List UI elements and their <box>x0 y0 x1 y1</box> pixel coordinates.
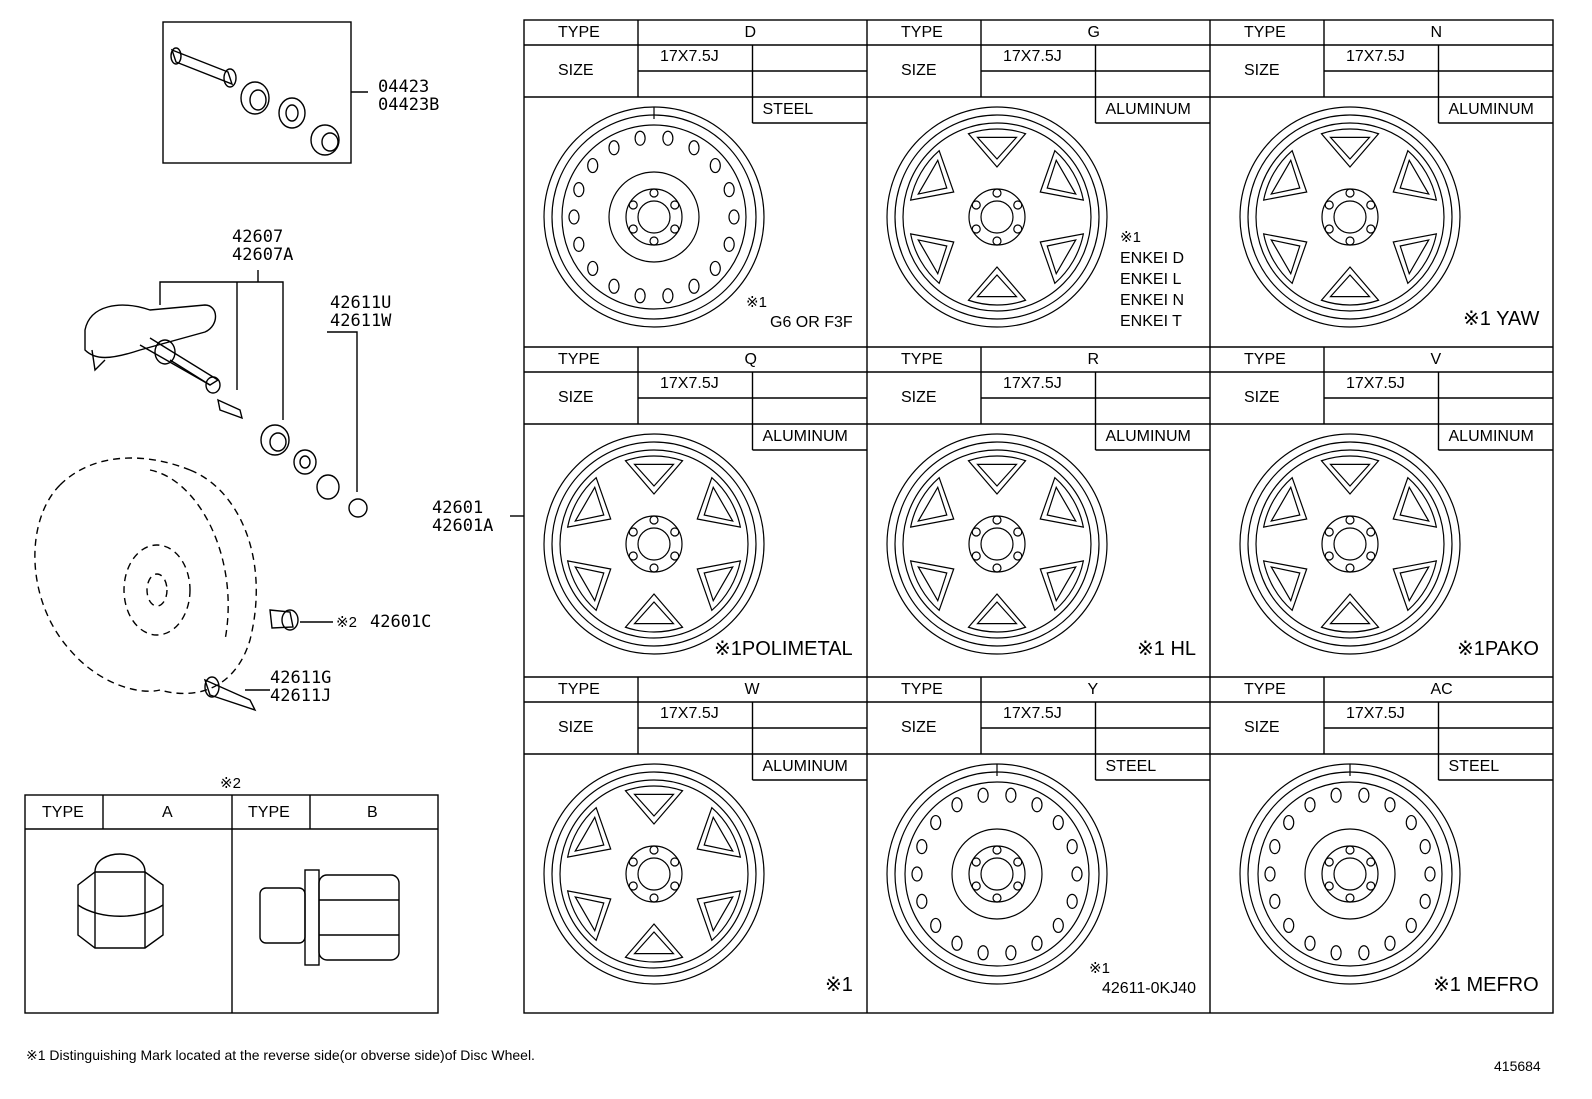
size-label-ac: SIZE <box>1244 719 1280 736</box>
part-number-42611u: 42611U <box>330 293 392 313</box>
wheel-type-y: Y <box>1087 681 1099 698</box>
wheel-size-g: 17X7.5J <box>1003 48 1062 65</box>
wheel-mark-g-0: ※1 <box>1120 229 1141 246</box>
nut-table-type-header-a: TYPE <box>42 804 84 821</box>
acorn-nut-drawing <box>77 853 164 949</box>
lug-nut-small <box>269 609 299 631</box>
wheel-drawing-r <box>886 433 1108 655</box>
valve-kit-parts <box>170 47 340 156</box>
part-number-42611j: 42611J <box>270 686 332 706</box>
wheel-size-ac: 17X7.5J <box>1346 705 1405 722</box>
wheel-mark-r: ※1 HL <box>1137 638 1197 660</box>
type-label-v: TYPE <box>1244 351 1286 368</box>
flat-nut-drawing <box>259 869 400 966</box>
wheel-drawing-ac <box>1239 763 1461 985</box>
wheel-size-y: 17X7.5J <box>1003 705 1062 722</box>
wheel-drawing-y <box>886 763 1108 985</box>
wheel-type-v: V <box>1430 351 1442 368</box>
wheel-type-ac: AC <box>1430 681 1453 698</box>
size-label-d: SIZE <box>558 62 594 79</box>
wheel-type-n: N <box>1430 24 1443 41</box>
nut-type-a: A <box>162 804 173 821</box>
part-number-42601: 42601 <box>432 498 484 518</box>
wheel-mark-g-1: ENKEI D <box>1120 250 1185 267</box>
type-label-g: TYPE <box>901 24 943 41</box>
wheel-mark-ac: ※1 MEFRO <box>1433 974 1539 996</box>
size-label-w: SIZE <box>558 719 594 736</box>
part-number-42607: 42607 <box>232 227 284 247</box>
part-number-42601a: 42601A <box>432 516 494 536</box>
type-label-q: TYPE <box>558 351 600 368</box>
nut-type-b: B <box>367 804 378 821</box>
wheel-type-g: G <box>1087 24 1100 41</box>
type-label-w: TYPE <box>558 681 600 698</box>
wheel-type-q: Q <box>744 351 757 368</box>
part-number-04423b: 04423B <box>378 95 440 115</box>
tire-outline <box>34 457 257 695</box>
wheel-mark-n: ※1 YAW <box>1463 308 1540 330</box>
tpms-sensor <box>84 304 368 518</box>
footnote: ※1 Distinguishing Mark located at the re… <box>26 1047 535 1063</box>
part-number-42611g: 42611G <box>270 668 332 688</box>
size-label-r: SIZE <box>901 389 937 406</box>
valve-stem <box>203 676 257 712</box>
type-label-d: TYPE <box>558 24 600 41</box>
wheel-mark-w: ※1 <box>825 974 853 996</box>
wheel-mark-q: ※1POLIMETAL <box>714 638 853 660</box>
wheel-size-w: 17X7.5J <box>660 705 719 722</box>
wheel-size-r: 17X7.5J <box>1003 375 1062 392</box>
wheel-type-d: D <box>744 24 757 41</box>
wheel-type-w: W <box>744 681 760 698</box>
size-label-g: SIZE <box>901 62 937 79</box>
wheel-drawing-n <box>1239 106 1461 328</box>
wheel-mark-g-4: ENKEI T <box>1120 313 1182 330</box>
size-label-y: SIZE <box>901 719 937 736</box>
part-number-42601c: 42601C <box>370 612 432 632</box>
size-label-q: SIZE <box>558 389 594 406</box>
part-number-42607a: 42607A <box>232 245 294 265</box>
wheel-drawing-w <box>543 763 765 985</box>
diagram-id: 415684 <box>1494 1058 1541 1074</box>
wheel-drawing-d <box>543 106 765 328</box>
wheel-size-v: 17X7.5J <box>1346 375 1405 392</box>
wheel-mark-g-3: ENKEI N <box>1120 292 1185 309</box>
wheel-material-r: ALUMINUM <box>1105 428 1191 445</box>
wheel-type-r: R <box>1087 351 1100 368</box>
wheel-material-d: STEEL <box>762 101 814 118</box>
wheel-drawing-g <box>886 106 1108 328</box>
wheel-mark-v: ※1PAKO <box>1457 638 1539 660</box>
nut-table-note: ※2 <box>220 775 241 792</box>
size-label-v: SIZE <box>1244 389 1280 406</box>
wheel-size-d: 17X7.5J <box>660 48 719 65</box>
type-label-r: TYPE <box>901 351 943 368</box>
wheel-mark-d-1: G6 OR F3F <box>770 314 853 331</box>
type-label-ac: TYPE <box>1244 681 1286 698</box>
wheel-size-n: 17X7.5J <box>1346 48 1405 65</box>
part-number-04423: 04423 <box>378 77 430 97</box>
wheel-mark-y-0: ※1 <box>1089 960 1110 977</box>
wheel-material-q: ALUMINUM <box>762 428 848 445</box>
nut-note-mark: ※2 <box>336 614 357 631</box>
wheel-drawing-v <box>1239 433 1461 655</box>
wheel-mark-y-1: 42611-0KJ40 <box>1102 980 1196 997</box>
size-label-n: SIZE <box>1244 62 1280 79</box>
wheel-mark-d-0: ※1 <box>746 294 767 311</box>
nut-table-type-header-b: TYPE <box>248 804 290 821</box>
type-label-y: TYPE <box>901 681 943 698</box>
wheel-material-y: STEEL <box>1105 758 1157 775</box>
wheel-material-w: ALUMINUM <box>762 758 848 775</box>
wheel-mark-g-2: ENKEI L <box>1120 271 1182 288</box>
wheel-drawing-q <box>543 433 765 655</box>
part-number-42611w: 42611W <box>330 311 392 331</box>
wheel-material-g: ALUMINUM <box>1105 101 1191 118</box>
wheel-material-v: ALUMINUM <box>1448 428 1534 445</box>
wheel-material-n: ALUMINUM <box>1448 101 1534 118</box>
wheel-size-q: 17X7.5J <box>660 375 719 392</box>
type-label-n: TYPE <box>1244 24 1286 41</box>
wheel-material-ac: STEEL <box>1448 758 1500 775</box>
